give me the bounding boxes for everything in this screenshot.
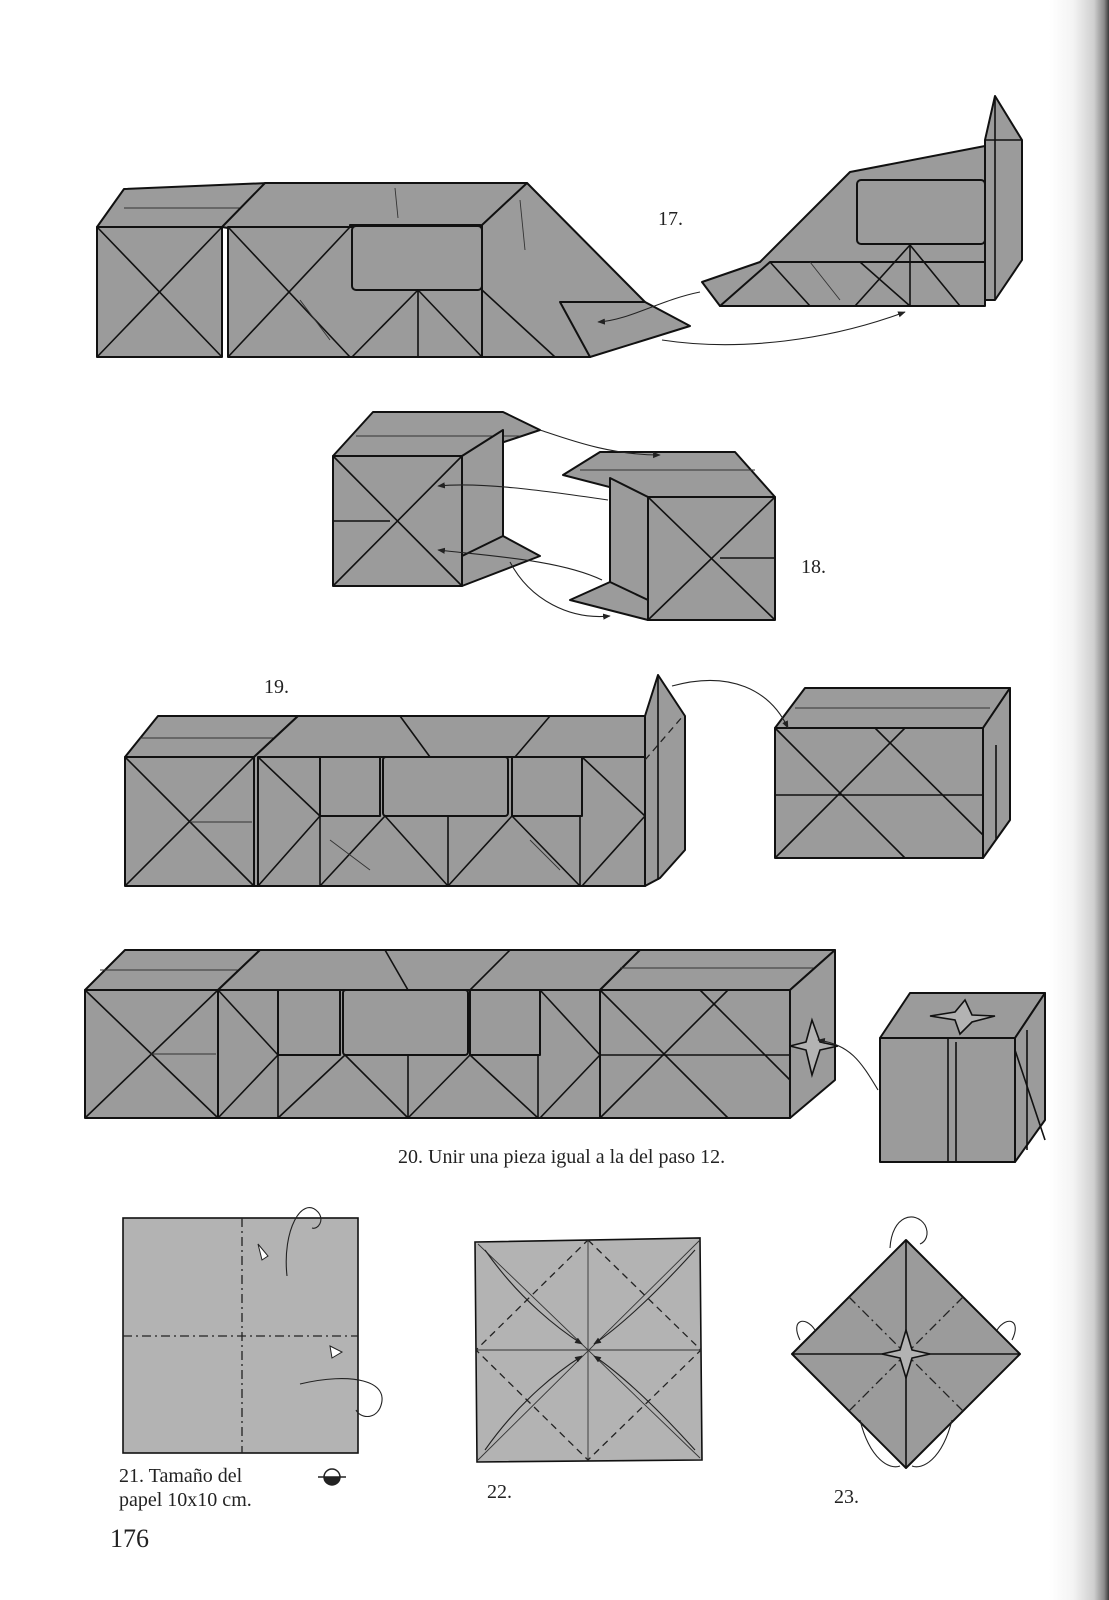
page-number: 176	[110, 1524, 149, 1553]
step-19-right-cube	[774, 687, 1011, 859]
step-21-square	[122, 1207, 383, 1486]
step-20-arrow	[817, 1038, 879, 1091]
turn-over-icon	[318, 1468, 346, 1486]
step-20-cube-piece	[879, 992, 1046, 1163]
step-19-left-model	[124, 674, 686, 887]
step-18-right-cube	[562, 451, 776, 621]
step-18-arrow-middle	[437, 482, 609, 501]
step-17-arrow-left	[597, 291, 701, 325]
step-20-label: 20. Unir una pieza igual a la del paso 1…	[398, 1146, 726, 1168]
step-18-arrow-lower	[437, 547, 603, 581]
step-22-label: 22.	[487, 1481, 512, 1503]
step-19-arrow	[671, 679, 789, 729]
step-21-label-line1: 21. Tamaño del	[119, 1465, 243, 1487]
step-17-label: 17.	[658, 208, 683, 230]
step-21-label-line2: papel 10x10 cm.	[119, 1489, 252, 1511]
step-18-arrow-bottom	[509, 561, 611, 620]
step-19-label: 19.	[264, 676, 289, 698]
step-17-left-model	[96, 182, 691, 358]
step-17-right-model	[701, 95, 1023, 307]
step-18-left-cube	[332, 411, 541, 587]
step-18-arrow-top	[539, 429, 661, 459]
step-23-label: 23.	[834, 1486, 859, 1508]
step-23-diamond	[791, 1216, 1021, 1469]
step-22-square	[474, 1237, 703, 1463]
book-spine-shadow	[1049, 0, 1109, 1600]
step-17-arrow-right	[661, 311, 906, 346]
step-20-long-model	[84, 949, 839, 1119]
step-18-label: 18.	[801, 556, 826, 578]
